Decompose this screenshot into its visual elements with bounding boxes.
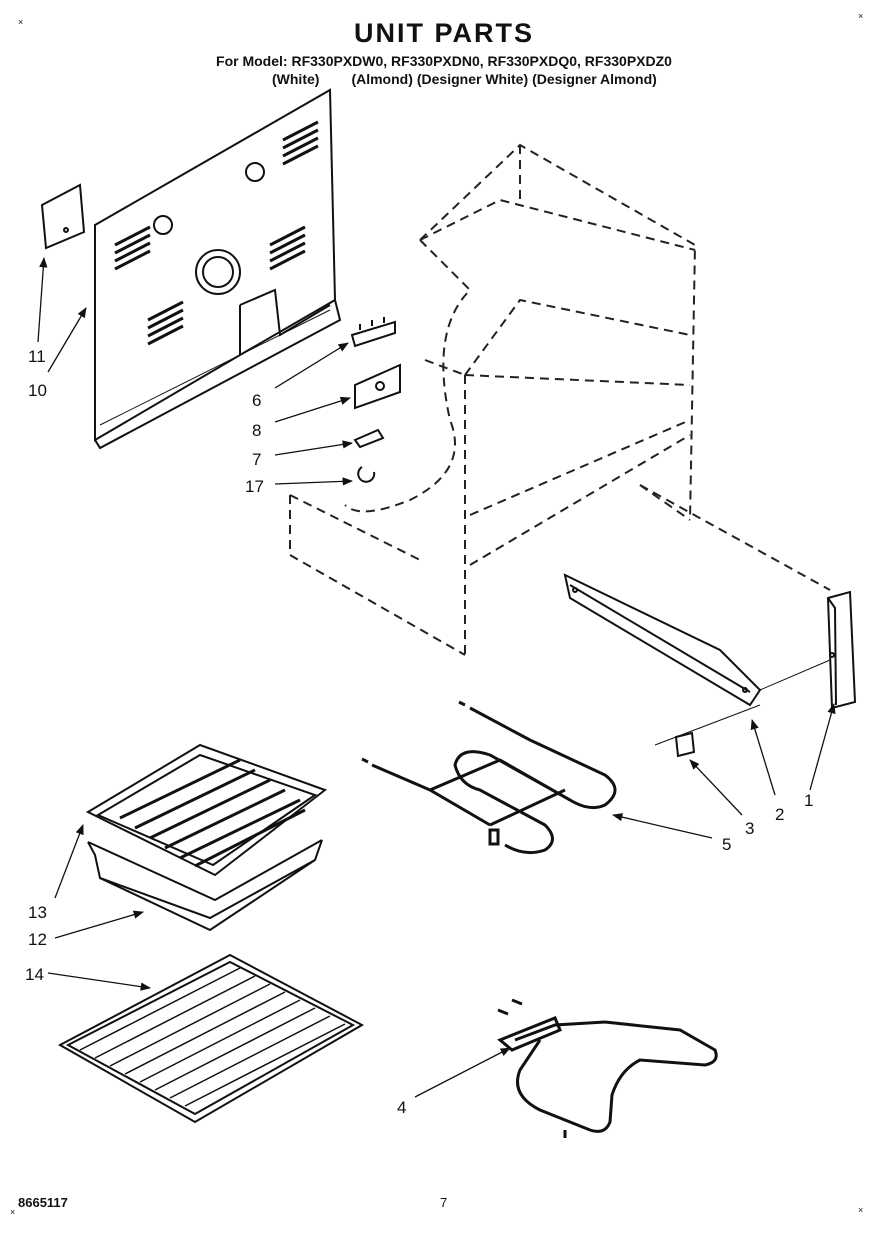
page-number: 7 <box>440 1195 448 1210</box>
broiler-grid <box>85 743 328 877</box>
callout-7: 7 <box>252 450 261 469</box>
side-bracket <box>826 590 857 710</box>
bracket <box>354 363 401 410</box>
callout-10: 10 <box>28 381 47 400</box>
callout-8: 8 <box>252 421 261 440</box>
color-almond: (Almond) <box>351 71 413 87</box>
callout-3: 3 <box>745 819 754 838</box>
document-code: 8665117 <box>18 1195 68 1210</box>
callout-5: 5 <box>722 835 731 854</box>
registration-mark-bottom-right: × <box>858 1205 864 1215</box>
callout-12: 12 <box>28 930 47 949</box>
page-title: UNIT PARTS <box>354 18 534 48</box>
insulation-plate <box>40 183 86 250</box>
callout-6: 6 <box>252 391 261 410</box>
registration-mark-bottom-left: × <box>10 1207 16 1217</box>
back-panel-vents <box>114 120 319 346</box>
model-numbers: For Model: RF330PXDW0, RF330PXDN0, RF330… <box>216 53 672 69</box>
broil-element <box>497 998 718 1138</box>
clip <box>353 428 385 449</box>
registration-mark-top-right: × <box>858 11 864 21</box>
color-designer-white: (Designer White) <box>416 71 529 87</box>
color-designer-almond: (Designer Almond) <box>532 71 657 87</box>
callout-14: 14 <box>25 965 44 984</box>
range-body-outline <box>289 143 831 656</box>
wire-clamp <box>357 466 376 483</box>
back-panel <box>94 88 342 450</box>
callout-11: 11 <box>28 347 46 366</box>
callout-labels: 11 10 6 8 7 17 1 2 3 5 13 12 14 4 <box>25 347 813 1117</box>
broiler-pan <box>87 839 323 932</box>
terminal-block <box>350 317 396 348</box>
callout-17: 17 <box>245 477 264 496</box>
bake-element <box>361 700 617 855</box>
callout-2: 2 <box>775 805 784 824</box>
registration-mark-top-left: × <box>18 17 24 27</box>
callout-13: 13 <box>28 903 47 922</box>
callout-4: 4 <box>397 1098 406 1117</box>
color-white: (White) <box>272 71 320 87</box>
oven-rack <box>57 953 365 1124</box>
leader-lines <box>37 256 836 1098</box>
callout-1: 1 <box>804 791 813 810</box>
rail <box>563 573 762 707</box>
element-clip <box>674 731 696 758</box>
model-colors: (White) (Almond)(Designer White)(Designer… <box>272 71 661 87</box>
